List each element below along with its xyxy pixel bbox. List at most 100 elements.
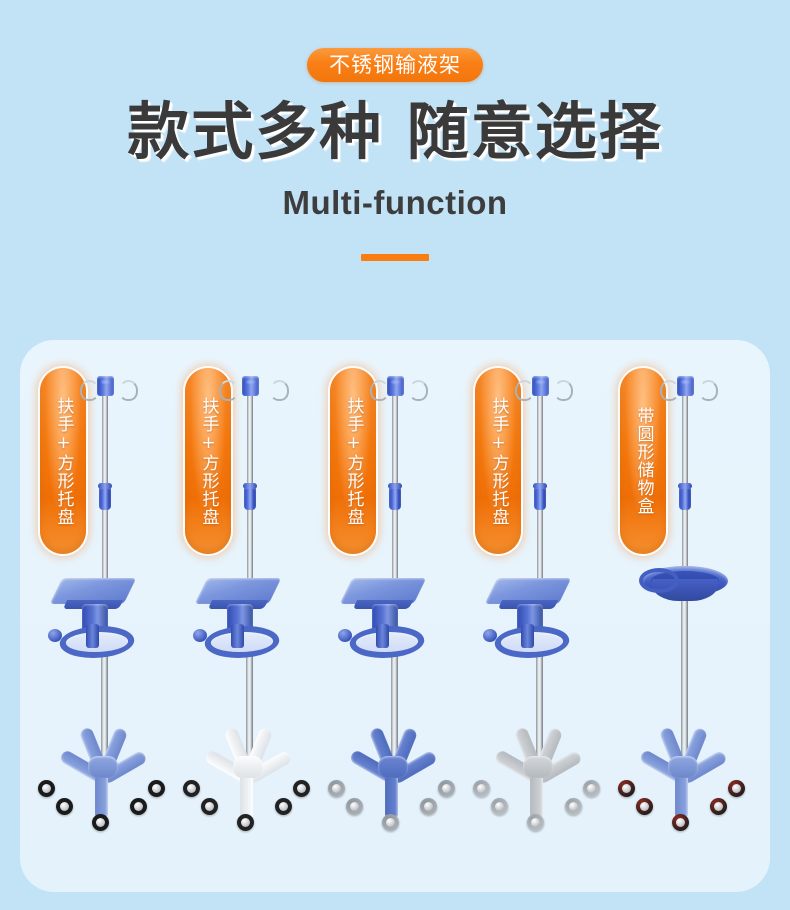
- round-storage-bowl: [639, 566, 732, 606]
- base-leg: [95, 772, 108, 820]
- base-caster: [728, 780, 745, 797]
- armrest-collar: [376, 624, 389, 648]
- hook-head: [677, 376, 694, 396]
- bowl-handle: [639, 568, 679, 593]
- lower-pole: [536, 595, 543, 770]
- product-label-badge-3: 扶手+方形托盘: [330, 368, 376, 554]
- product-label-badge-5: 带圆形储物盒: [620, 368, 666, 554]
- lower-pole: [246, 620, 253, 770]
- base-caster: [438, 780, 455, 797]
- armrest-collar: [521, 624, 534, 648]
- base-caster: [201, 798, 218, 815]
- product-label-text: 扶手+方形托盘: [488, 396, 509, 526]
- base-hub: [88, 756, 118, 778]
- armrest-collar: [231, 624, 244, 648]
- page-header: 不锈钢输液架 款式多种 随意选择 Multi-function: [0, 0, 790, 261]
- title-divider: [361, 254, 429, 261]
- iv-hook-right: [119, 380, 138, 401]
- product-cell-3[interactable]: 扶手+方形托盘: [324, 340, 466, 892]
- armrest: [338, 624, 430, 660]
- base-caster: [473, 780, 490, 797]
- armrest: [483, 624, 575, 660]
- armrest: [193, 624, 285, 660]
- base-caster: [618, 780, 635, 797]
- product-row: 扶手+方形托盘: [20, 340, 770, 892]
- iv-hook-right: [554, 380, 573, 401]
- base-caster: [237, 814, 254, 831]
- iv-stand: [614, 340, 756, 892]
- armrest: [48, 624, 140, 660]
- rolling-base: [618, 726, 745, 835]
- base-hub: [668, 756, 698, 778]
- height-adjust-knob[interactable]: [243, 483, 257, 510]
- page-subtitle: Multi-function: [282, 184, 508, 221]
- iv-hook-left: [370, 380, 389, 401]
- hook-head: [387, 376, 404, 396]
- armrest-knob: [483, 629, 497, 642]
- iv-stand: [324, 340, 466, 892]
- rolling-base: [38, 726, 165, 835]
- product-label-badge-4: 扶手+方形托盘: [475, 368, 521, 554]
- product-label-text: 带圆形储物盒: [633, 407, 654, 515]
- iv-hook-left: [660, 380, 679, 401]
- base-caster: [346, 798, 363, 815]
- iv-hook-right: [270, 380, 289, 401]
- hook-head: [97, 376, 114, 396]
- product-showcase-card: 扶手+方形托盘: [20, 340, 770, 892]
- upper-pole: [247, 390, 253, 630]
- lower-pole: [681, 580, 688, 770]
- base-hub: [523, 756, 553, 778]
- iv-hook-left: [80, 380, 99, 401]
- product-cell-5[interactable]: 带圆形储物盒: [614, 340, 756, 892]
- divider-wrap: [0, 248, 790, 261]
- page-title: 款式多种 随意选择: [127, 95, 663, 168]
- height-adjust-knob[interactable]: [533, 483, 547, 510]
- product-label-text: 扶手+方形托盘: [198, 396, 219, 526]
- base-leg: [530, 772, 543, 820]
- iv-hook-left: [515, 380, 534, 401]
- product-cell-4[interactable]: 扶手+方形托盘: [469, 340, 611, 892]
- iv-stand: [34, 340, 176, 892]
- base-hub: [233, 756, 263, 778]
- iv-hook-right: [409, 380, 428, 401]
- base-leg: [240, 772, 253, 820]
- height-adjust-knob[interactable]: [678, 483, 692, 510]
- height-adjust-knob[interactable]: [98, 483, 112, 510]
- base-caster: [293, 780, 310, 797]
- product-category-badge: 不锈钢输液架: [307, 48, 483, 82]
- rolling-base: [183, 726, 310, 835]
- height-adjust-knob[interactable]: [388, 483, 402, 510]
- rolling-base: [328, 726, 455, 835]
- header-badge-row: 不锈钢输液架: [0, 0, 790, 84]
- base-hub: [378, 756, 408, 778]
- base-caster: [527, 814, 544, 831]
- base-caster: [275, 798, 292, 815]
- armrest-knob: [193, 629, 207, 642]
- product-cell-1[interactable]: 扶手+方形托盘: [34, 340, 176, 892]
- base-caster: [672, 814, 689, 831]
- base-caster: [583, 780, 600, 797]
- armrest-collar: [86, 624, 99, 648]
- base-caster: [491, 798, 508, 815]
- base-caster: [382, 814, 399, 831]
- iv-stand: [179, 340, 321, 892]
- base-caster: [328, 780, 345, 797]
- product-label-text: 扶手+方形托盘: [53, 396, 74, 526]
- base-caster: [92, 814, 109, 831]
- base-caster: [565, 798, 582, 815]
- base-leg: [385, 772, 398, 820]
- base-caster: [38, 780, 55, 797]
- hook-head: [242, 376, 259, 396]
- base-leg: [675, 772, 688, 820]
- product-label-badge-1: 扶手+方形托盘: [40, 368, 86, 554]
- hook-head: [532, 376, 549, 396]
- base-caster: [420, 798, 437, 815]
- base-caster: [148, 780, 165, 797]
- base-caster: [636, 798, 653, 815]
- iv-stand: [469, 340, 611, 892]
- armrest-knob: [48, 629, 62, 642]
- product-cell-2[interactable]: 扶手+方形托盘: [179, 340, 321, 892]
- base-caster: [710, 798, 727, 815]
- lower-pole: [391, 602, 398, 770]
- lower-pole: [101, 590, 108, 770]
